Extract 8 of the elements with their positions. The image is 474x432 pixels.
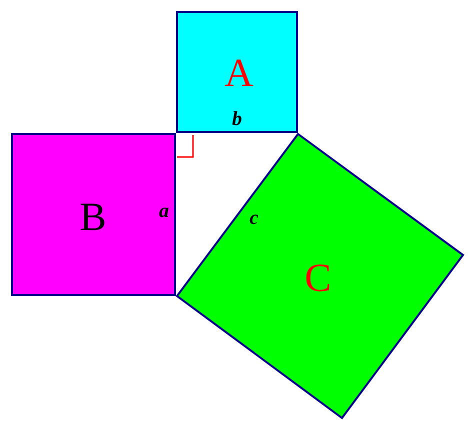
side-label: c	[250, 208, 258, 228]
square-label: B	[80, 197, 106, 237]
side-label: b	[232, 109, 242, 129]
side-label: a	[159, 201, 169, 221]
square	[176, 11, 298, 133]
square-label: A	[224, 53, 254, 93]
square-label: C	[304, 258, 332, 298]
square	[11, 133, 176, 296]
